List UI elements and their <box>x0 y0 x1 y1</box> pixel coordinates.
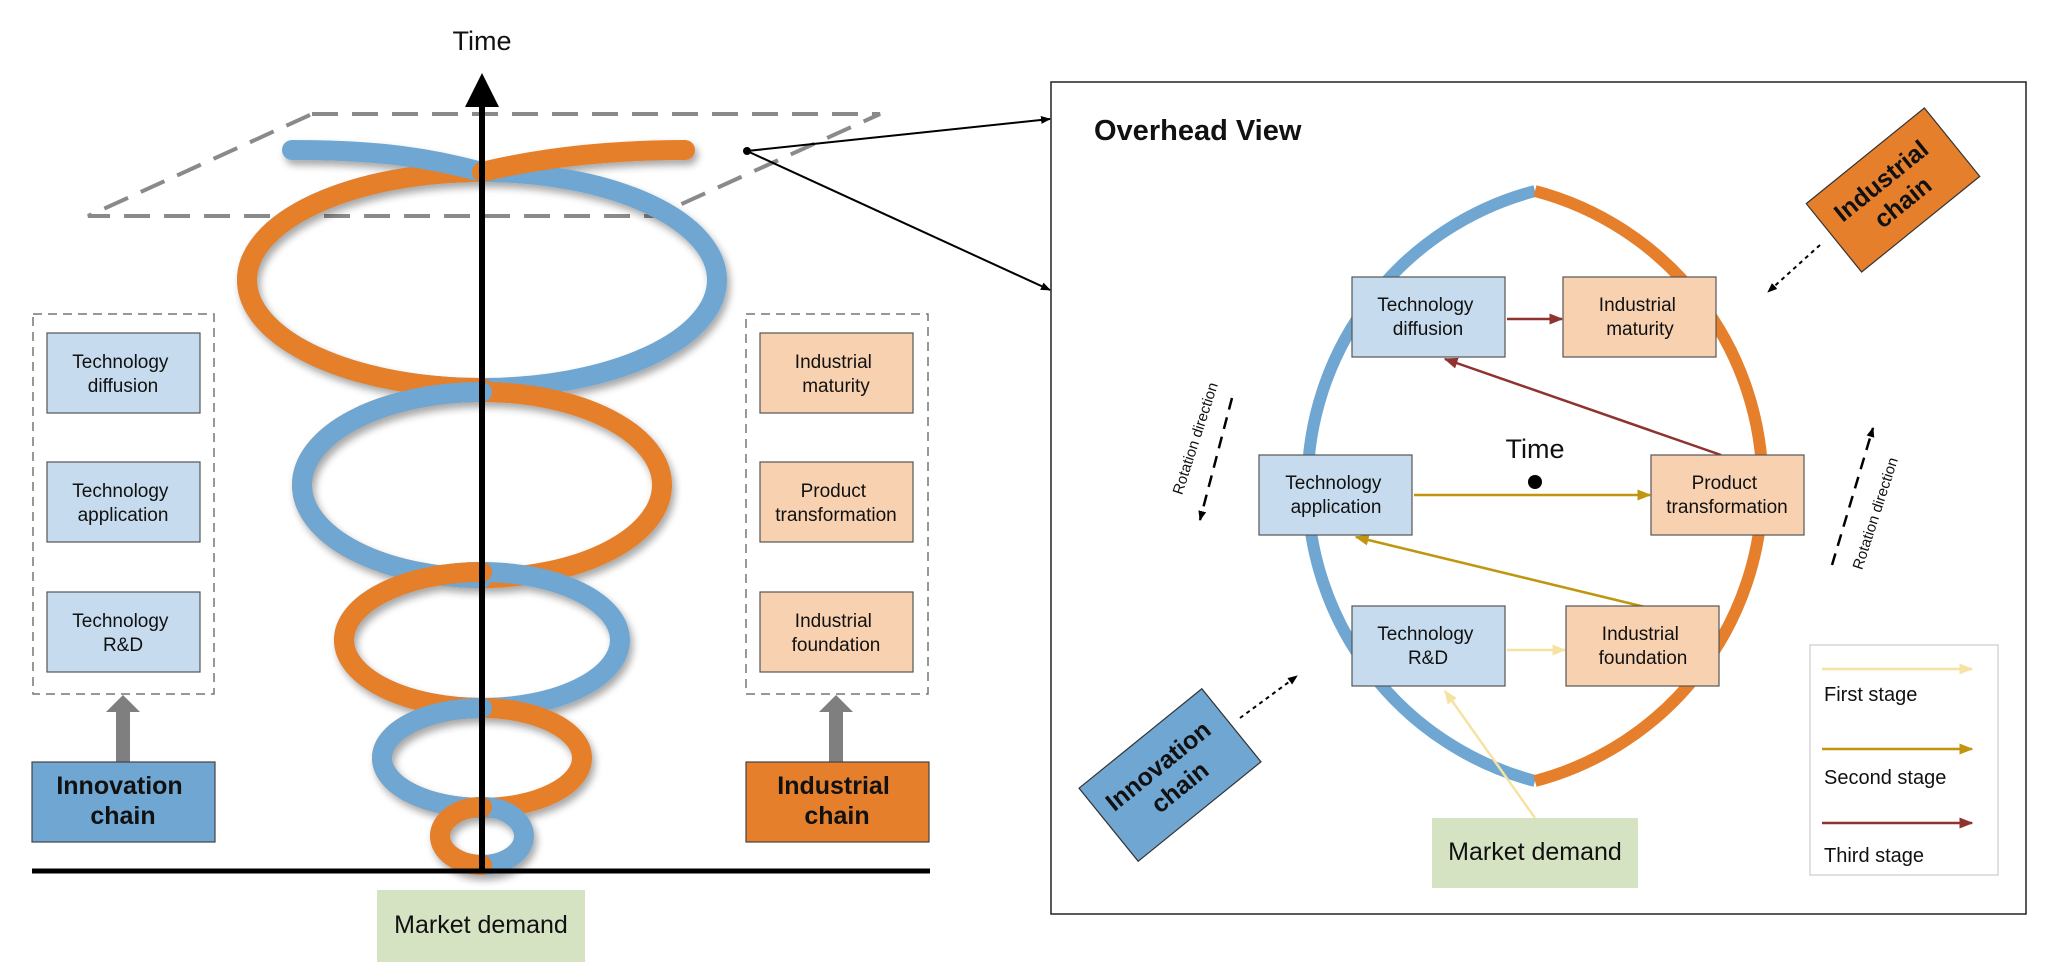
node-tech-rd-line-1: Technology <box>1377 624 1474 645</box>
right-industrial-maturity-line-1: Industrial <box>795 352 872 373</box>
node-industrial-maturity-line-2: maturity <box>1606 319 1674 340</box>
node-tech-application-line-2: application <box>1291 497 1382 518</box>
spiral-loop-3-orange <box>334 562 492 718</box>
left-tech-application-line-1: Technology <box>72 481 169 502</box>
right-industrial-maturity-line-2: maturity <box>802 376 870 397</box>
node-product-transformation-label: Product transformation <box>1666 473 1787 518</box>
market-demand-box-right <box>1432 818 1638 888</box>
node-industrial-foundation-line-2: foundation <box>1599 648 1688 669</box>
spiral-loop-2-blue <box>292 382 492 588</box>
right-industrial-foundation-label: Industrial foundation <box>792 611 881 656</box>
overhead-frame <box>1050 81 2027 915</box>
node-industrial-maturity-label: Industrial maturity <box>1599 295 1681 340</box>
market-demand-label-right: Market demand <box>1448 838 1622 866</box>
innovation-chain-label-left: Innovation chain <box>56 772 189 830</box>
industrial-chain-pointer <box>1767 244 1821 293</box>
right-up-arrow <box>819 695 853 762</box>
overhead-title: Overhead View <box>1094 115 1302 147</box>
right-product-transformation-label: Product transformation <box>775 481 896 526</box>
node-industrial-foundation-label: Industrial foundation <box>1599 624 1688 669</box>
innovation-chain-pointer <box>1239 675 1298 719</box>
legend-first-label: First stage <box>1824 684 1917 706</box>
right-product-transformation-line-2: transformation <box>775 505 896 526</box>
left-tech-diffusion-line-2: diffusion <box>88 376 158 397</box>
industrial-chain-label-left: Industrial chain <box>777 772 896 830</box>
rotation-arrow-left <box>1198 397 1234 521</box>
arrow-transformation-to-diffusion <box>1443 357 1722 457</box>
spiral-top-orange-tail <box>472 140 695 182</box>
industrial-chain-left-line-2: chain <box>804 802 869 830</box>
rotation-label-right: Rotation direction <box>1850 455 1902 571</box>
left-tech-application-box <box>46 461 201 543</box>
left-tech-application-line-2: application <box>78 505 169 526</box>
node-product-transformation-line-2: transformation <box>1666 497 1787 518</box>
node-tech-diffusion-box <box>1351 276 1506 358</box>
node-product-transformation-line-1: Product <box>1692 473 1758 494</box>
market-demand-box-left <box>377 890 585 962</box>
node-tech-diffusion-line-1: Technology <box>1377 295 1474 316</box>
industrial-chain-tag: Industrial chain <box>1805 107 1981 273</box>
node-industrial-foundation-box <box>1565 605 1720 687</box>
left-tech-rd-line-2: R&D <box>103 635 143 656</box>
spiral-loop-1-orange <box>237 162 492 398</box>
legend-second-label: Second stage <box>1824 767 1946 789</box>
right-product-transformation-box <box>759 461 914 543</box>
innovation-chain-box-left <box>31 761 216 843</box>
rotation-label-left: Rotation direction <box>1170 380 1222 496</box>
industrial-chain-box-left <box>745 761 930 843</box>
node-tech-application-label: Technology application <box>1285 473 1386 518</box>
overhead-time-dot <box>1528 475 1542 489</box>
right-industrial-maturity-label: Industrial maturity <box>795 352 877 397</box>
node-industrial-maturity-line-1: Industrial <box>1599 295 1676 316</box>
right-group-dashed <box>745 313 929 695</box>
arrow-foundation-to-application <box>1354 534 1646 609</box>
node-industrial-maturity-box <box>1562 276 1717 358</box>
time-axis-label: Time <box>453 26 512 56</box>
right-industrial-foundation-box <box>759 591 914 673</box>
right-industrial-foundation-line-1: Industrial <box>795 611 872 632</box>
node-tech-rd-box <box>1351 605 1506 687</box>
left-tech-application-label: Technology application <box>72 481 173 526</box>
industrial-chain-tag-box <box>1805 107 1981 273</box>
innovation-chain-tag-box <box>1078 687 1262 863</box>
market-demand-label-left: Market demand <box>394 911 568 939</box>
left-tech-rd-line-1: Technology <box>72 611 169 632</box>
node-industrial-foundation-line-1: Industrial <box>1602 624 1679 645</box>
left-tech-diffusion-box <box>46 332 201 414</box>
spiral-loop-4-blue <box>372 698 492 818</box>
node-tech-diffusion-line-2: diffusion <box>1393 319 1463 340</box>
node-tech-application-line-1: Technology <box>1285 473 1382 494</box>
left-tech-diffusion-line-1: Technology <box>72 352 169 373</box>
node-tech-rd-label: Technology R&D <box>1377 624 1478 669</box>
left-tech-rd-label: Technology R&D <box>72 611 173 656</box>
innovation-chain-left-line-2: chain <box>90 802 155 830</box>
right-product-transformation-line-1: Product <box>801 481 867 502</box>
left-tech-rd-box <box>46 591 201 673</box>
left-up-arrow <box>106 695 140 762</box>
node-tech-application-box <box>1258 454 1413 536</box>
innovation-chain-left-line-1: Innovation <box>56 772 182 800</box>
right-industrial-maturity-box <box>759 332 914 414</box>
connector-arrow-lower <box>746 150 1051 291</box>
node-product-transformation-box <box>1650 454 1805 536</box>
node-tech-diffusion-label: Technology diffusion <box>1377 295 1478 340</box>
connector-arrow-upper <box>746 115 1051 152</box>
overhead-time-label: Time <box>1506 434 1565 464</box>
legend-third-label: Third stage <box>1824 845 1924 867</box>
left-tech-diffusion-label: Technology diffusion <box>72 352 173 397</box>
arrow-market-to-rd <box>1443 689 1537 819</box>
industrial-chain-left-line-1: Industrial <box>777 772 890 800</box>
spiral-loop-5-orange <box>430 797 492 875</box>
rotation-arrow-right <box>1830 427 1875 566</box>
legend: First stage Second stage Third stage <box>1809 644 1999 876</box>
right-industrial-foundation-line-2: foundation <box>792 635 881 656</box>
left-group-dashed <box>32 313 215 695</box>
node-tech-rd-line-2: R&D <box>1408 648 1448 669</box>
innovation-chain-tag: Innovation chain <box>1078 687 1262 863</box>
legend-frame <box>1809 644 1999 876</box>
spiral-top-blue-tail <box>282 140 492 182</box>
